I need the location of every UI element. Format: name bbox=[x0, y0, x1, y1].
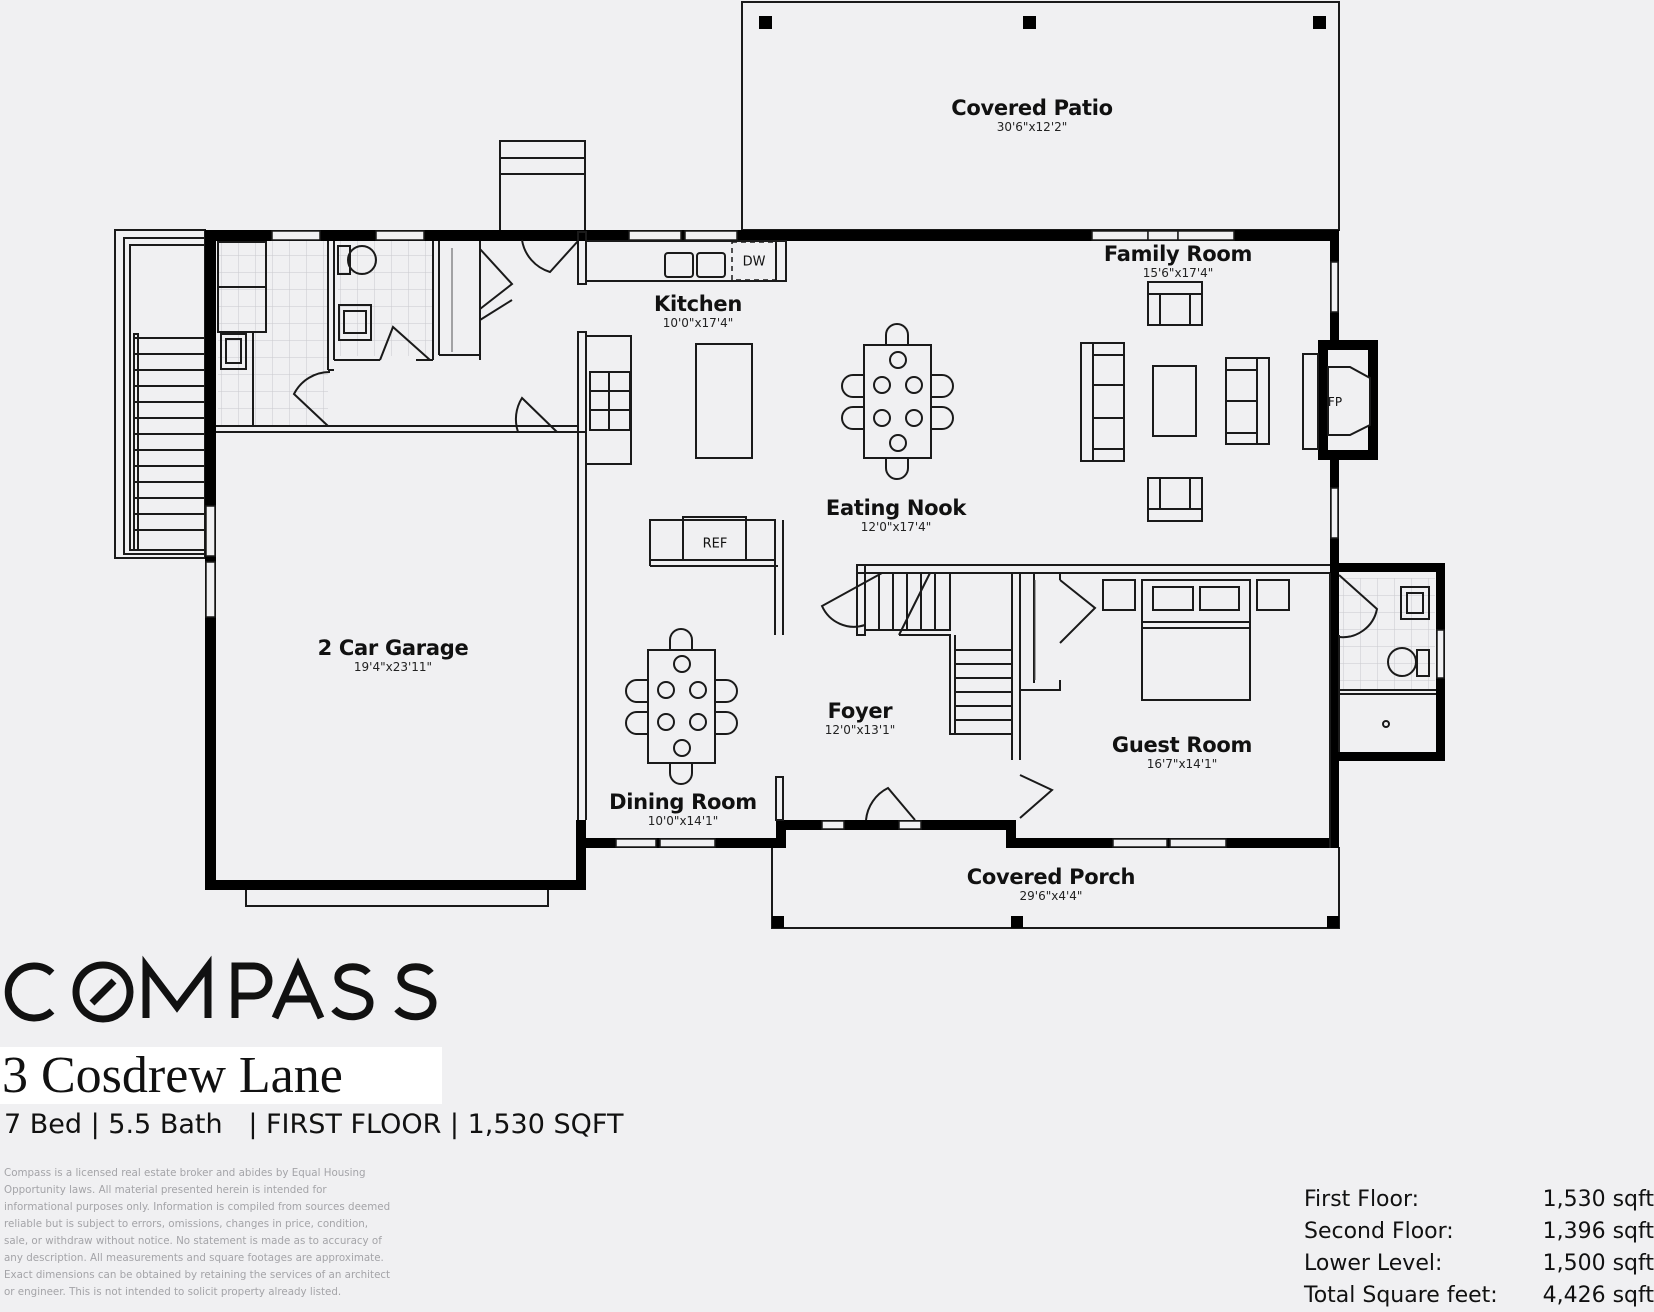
room-dimensions: 12'0"x17'4" bbox=[860, 520, 932, 534]
room-dining-room: Dining Room 10'0"x14'1" bbox=[609, 790, 757, 828]
sqft-row-second-floor: Second Floor: 1,396 sqft bbox=[1304, 1216, 1654, 1248]
room-name: Kitchen bbox=[653, 292, 743, 316]
patio-posts bbox=[759, 16, 1339, 928]
square-footage-summary: First Floor: 1,530 sqft Second Floor: 1,… bbox=[1304, 1184, 1654, 1312]
sqft-value: 1,500 sqft bbox=[1542, 1251, 1654, 1276]
room-name: Foyer bbox=[827, 699, 893, 723]
property-address: 3 Cosdrew Lane bbox=[0, 1047, 442, 1104]
room-eating-nook: Eating Nook 12'0"x17'4" bbox=[826, 496, 966, 534]
room-covered-porch: Covered Porch 29'6"x4'4" bbox=[966, 865, 1136, 903]
room-name: Family Room bbox=[1103, 242, 1253, 266]
floor-plan bbox=[114, 1, 1445, 929]
sqft-value: 1,396 sqft bbox=[1542, 1219, 1654, 1244]
room-name: Covered Patio bbox=[951, 96, 1113, 120]
room-name: Guest Room bbox=[1111, 733, 1253, 757]
room-dimensions: 30'6"x12'2" bbox=[996, 120, 1068, 134]
windows bbox=[205, 230, 1445, 848]
room-dimensions: 10'0"x14'1" bbox=[647, 814, 719, 828]
sqft-label: Second Floor: bbox=[1304, 1219, 1454, 1244]
sqft-value: 4,426 sqft bbox=[1542, 1283, 1654, 1308]
legal-disclaimer: Compass is a licensed real estate broker… bbox=[4, 1167, 391, 1298]
sqft-row-total: Total Square feet: 4,426 sqft bbox=[1304, 1280, 1654, 1312]
room-dimensions: 16'7"x14'1" bbox=[1146, 757, 1218, 771]
room-name: Eating Nook bbox=[825, 496, 967, 520]
sqft-row-first-floor: First Floor: 1,530 sqft bbox=[1304, 1184, 1654, 1216]
sqft-label: First Floor: bbox=[1304, 1187, 1420, 1212]
chimney bbox=[499, 140, 586, 232]
fireplace-label: FP bbox=[1327, 395, 1343, 409]
room-dimensions: 19'4"x23'11" bbox=[353, 660, 433, 674]
room-name: Covered Porch bbox=[966, 865, 1136, 889]
covered-porch-outline bbox=[771, 847, 1340, 929]
sqft-label: Lower Level: bbox=[1304, 1251, 1443, 1276]
room-dimensions: 10'0"x17'4" bbox=[662, 316, 734, 330]
room-foyer: Foyer 12'0"x13'1" bbox=[825, 699, 896, 737]
room-garage: 2 Car Garage 19'4"x23'11" bbox=[318, 636, 469, 674]
sqft-label: Total Square feet: bbox=[1304, 1283, 1498, 1308]
compass-o-slash-icon bbox=[72, 961, 134, 1023]
room-name: 2 Car Garage bbox=[317, 636, 469, 660]
sqft-row-lower-level: Lower Level: 1,500 sqft bbox=[1304, 1248, 1654, 1280]
property-specs: 7 Bed | 5.5 Bath | FIRST FLOOR | 1,530 S… bbox=[4, 1109, 624, 1140]
compass-logo bbox=[4, 955, 437, 1023]
room-name: Dining Room bbox=[609, 790, 757, 814]
fireplace-hearth bbox=[1327, 366, 1371, 436]
kitchen-island bbox=[695, 343, 753, 459]
refrigerator-label: REF bbox=[702, 536, 728, 552]
stair-treads bbox=[133, 333, 205, 551]
room-dimensions: 15'6"x17'4" bbox=[1142, 266, 1214, 280]
room-family-room: Family Room 15'6"x17'4" bbox=[1104, 242, 1252, 280]
sqft-value: 1,530 sqft bbox=[1542, 1187, 1654, 1212]
room-dimensions: 29'6"x4'4" bbox=[1019, 889, 1083, 903]
toilet-icon bbox=[347, 245, 377, 275]
room-dimensions: 12'0"x13'1" bbox=[824, 723, 896, 737]
room-guest-room: Guest Room 16'7"x14'1" bbox=[1112, 733, 1252, 771]
room-kitchen: Kitchen 10'0"x17'4" bbox=[654, 292, 742, 330]
exterior-stair-outline bbox=[114, 229, 206, 559]
dining-table bbox=[647, 649, 716, 764]
dishwasher-label: DW bbox=[742, 254, 766, 270]
room-covered-patio: Covered Patio 30'6"x12'2" bbox=[951, 96, 1113, 134]
nook-table bbox=[863, 344, 932, 459]
